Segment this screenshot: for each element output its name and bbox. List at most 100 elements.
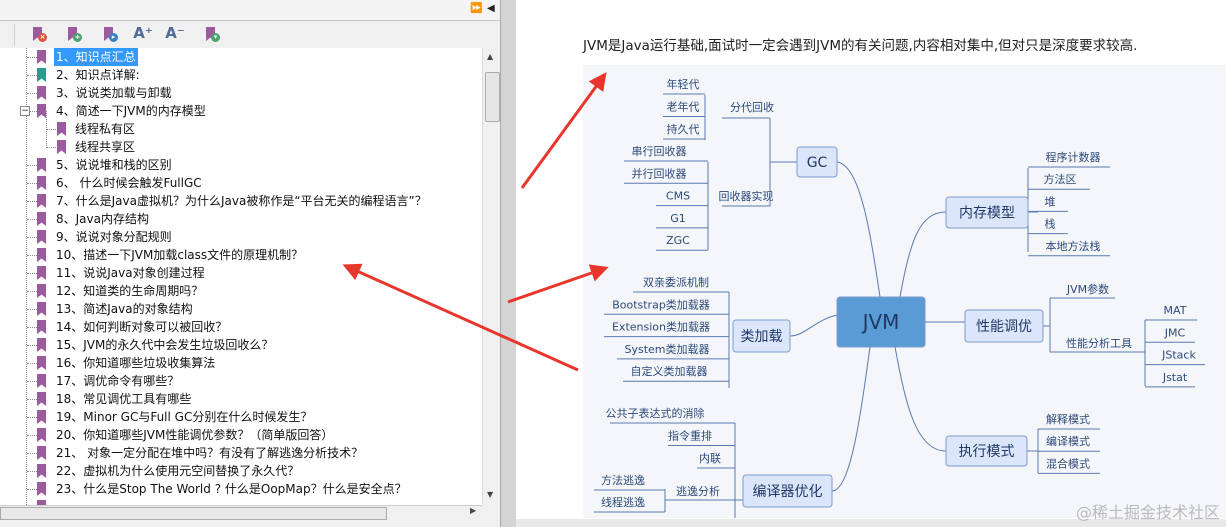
font-increase-button[interactable]: A⁺	[133, 24, 153, 46]
pin-panel-button[interactable]: ◀	[487, 3, 495, 14]
bookmark-icon	[37, 482, 46, 496]
tree-item-label: 13、简述Java的对象结构	[56, 302, 193, 316]
vertical-scroll-thumb[interactable]	[485, 72, 500, 122]
bookmark-options-button[interactable]: ▾	[202, 24, 222, 46]
tree-item-label: 4、简述一下JVM的内存模型	[56, 104, 206, 118]
bookmark-icon	[37, 104, 46, 118]
panel-header: ⏩ ◀	[0, 0, 500, 21]
bookmark-icon	[37, 230, 46, 244]
scroll-right-icon[interactable]: ▶	[470, 506, 477, 515]
collapse-panel-button[interactable]: ⏩	[470, 3, 483, 14]
horizontal-scroll-thumb[interactable]	[0, 507, 387, 520]
tree-item-label: 2、知识点详解:	[56, 68, 140, 82]
font-decrease-button[interactable]: A⁻	[165, 24, 185, 46]
tree-item[interactable]: 4、简述一下JVM的内存模型 −	[0, 102, 480, 120]
bookmark-icon	[37, 410, 46, 424]
tree-item[interactable]: 线程私有区	[0, 120, 480, 138]
bookmark-icon	[37, 392, 46, 406]
tree-item[interactable]: 22、虚拟机为什么使用元空间替换了永久代？	[0, 462, 480, 480]
bookmark-icon	[37, 446, 46, 460]
tree-item[interactable]: 19、Minor GC与Full GC分别在什么时候发生？	[0, 408, 480, 426]
tree-item[interactable]: 线程共享区	[0, 138, 480, 156]
status-bar	[516, 519, 1226, 527]
tree-item[interactable]: 10、描述一下JVM加载class文件的原理机制？	[0, 246, 480, 264]
bookmark-icon	[37, 374, 46, 388]
bookmark-icon	[37, 284, 46, 298]
tree-item-label: 15、JVM的永久代中会发生垃圾回收么？	[56, 338, 274, 352]
tree-item-label: 7、什么是Java虚拟机？为什么Java被称作是“平台无关的编程语言”？	[56, 194, 427, 208]
bookmark-icon	[37, 338, 46, 352]
tree-item-label: 8、Java内存结构	[56, 212, 149, 226]
bookmark-icon	[37, 248, 46, 262]
bookmark-icon	[37, 212, 46, 226]
tree-item[interactable]: 1、知识点汇总	[0, 48, 480, 66]
tree-item[interactable]: 14、如何判断对象可以被回收？	[0, 318, 480, 336]
bookmark-icon	[37, 176, 46, 190]
bookmark-icon	[33, 27, 42, 41]
tree-item[interactable]: 21、 对象一定分配在堆中吗？有没有了解逃逸分析技术？	[0, 444, 480, 462]
bookmark-icon	[57, 140, 66, 154]
tree-item-label: 3、说说类加载与卸载	[56, 86, 172, 100]
bookmark-icon	[206, 27, 215, 41]
tree-item[interactable]: 17、调优命令有哪些？	[0, 372, 480, 390]
document-headline: JVM是Java运行基础,面试时一定会遇到JVM的有关问题,内容相对集中,但对只…	[583, 38, 1138, 54]
horizontal-scrollbar[interactable]: ▶	[0, 505, 482, 520]
add-bookmark-icon: +	[73, 33, 82, 42]
bookmark-icon	[68, 27, 77, 41]
tree-item[interactable]: 12、知道类的生命周期吗？	[0, 282, 480, 300]
bookmark-icon	[37, 50, 46, 64]
panel-splitter[interactable]	[500, 0, 517, 527]
tree-item[interactable]: 13、简述Java的对象结构	[0, 300, 480, 318]
bookmark-icon	[104, 27, 113, 41]
tree-item-label: 11、说说Java对象创建过程	[56, 266, 205, 280]
tree-item[interactable]: 5、说说堆和栈的区别	[0, 156, 480, 174]
delete-bookmark-icon: ×	[38, 33, 47, 42]
document-view	[516, 0, 1226, 519]
tree-item[interactable]: 18、常见调优工具有哪些	[0, 390, 480, 408]
tree-item[interactable]: 16、你知道哪些垃圾收集算法	[0, 354, 480, 372]
tree-item[interactable]: 15、JVM的永久代中会发生垃圾回收么？	[0, 336, 480, 354]
tree-item[interactable]: 7、什么是Java虚拟机？为什么Java被称作是“平台无关的编程语言”？	[0, 192, 480, 210]
tree-item[interactable]: 20、你知道哪些JVM性能调优参数？（简单版回答）	[0, 426, 480, 444]
tree-item[interactable]: 23、什么是Stop The World ? 什么是OopMap？什么是安全点？	[0, 480, 480, 498]
bookmark-icon	[37, 428, 46, 442]
collapse-toggle-icon[interactable]: −	[20, 106, 30, 116]
bookmark-icon	[57, 122, 66, 136]
bookmark-icon	[37, 86, 46, 100]
tree-item-label: 17、调优命令有哪些？	[56, 374, 180, 388]
tree-item-label: 18、常见调优工具有哪些	[56, 392, 192, 406]
tree-item-label: 22、虚拟机为什么使用元空间替换了永久代？	[56, 464, 300, 478]
tree-item-partial[interactable]	[0, 498, 480, 505]
delete-bookmark-button[interactable]: ×	[29, 24, 49, 46]
bookmark-icon	[37, 194, 46, 208]
tree-item-label: 20、你知道哪些JVM性能调优参数？（简单版回答）	[56, 428, 334, 442]
tree-item-label: 线程私有区	[75, 122, 136, 136]
goto-bookmark-icon: ▸	[109, 33, 118, 42]
scroll-down-icon[interactable]: ▼	[487, 490, 494, 499]
tree-item-label: 23、什么是Stop The World ? 什么是OopMap？什么是安全点？	[56, 482, 407, 496]
tree-item-label: 21、 对象一定分配在堆中吗？有没有了解逃逸分析技术？	[56, 446, 364, 460]
bookmark-panel: ⏩ ◀ × + ▸ A⁺ A⁻ ▾ 1、知识点汇总 2、知识点详解: 3、说说类加载与卸载 4、…	[0, 0, 500, 527]
bookmark-icon	[37, 500, 46, 505]
bookmark-icon	[37, 320, 46, 334]
font-decrease-icon: A⁻	[165, 24, 185, 42]
font-increase-icon: A⁺	[133, 24, 153, 42]
bookmark-icon	[37, 356, 46, 370]
tree-item[interactable]: 9、说说对象分配规则	[0, 228, 480, 246]
goto-bookmark-button[interactable]: ▸	[100, 24, 120, 46]
tree-item[interactable]: 2、知识点详解:	[0, 66, 480, 84]
bookmark-tree: 1、知识点汇总 2、知识点详解: 3、说说类加载与卸载 4、简述一下JVM的内存模型 −…	[0, 48, 482, 505]
tree-item-label: 12、知道类的生命周期吗？	[56, 284, 204, 298]
tree-item[interactable]: 8、Java内存结构	[0, 210, 480, 228]
tree-item-label: 6、 什么时候会触发FullGC	[56, 176, 202, 190]
tree-item[interactable]: 3、说说类加载与卸载	[0, 84, 480, 102]
tree-item[interactable]: 11、说说Java对象创建过程	[0, 264, 480, 282]
bookmark-options-icon: ▾	[211, 33, 220, 42]
scroll-up-icon[interactable]: ▲	[487, 52, 494, 61]
tree-item[interactable]: 6、 什么时候会触发FullGC	[0, 174, 480, 192]
vertical-scrollbar[interactable]: ▲ ▼	[482, 48, 500, 505]
tree-item-label: 1、知识点汇总	[54, 48, 138, 66]
tree-item-label: 16、你知道哪些垃圾收集算法	[56, 356, 216, 370]
tree-item-label: 19、Minor GC与Full GC分别在什么时候发生？	[56, 410, 313, 424]
add-bookmark-button[interactable]: +	[64, 24, 84, 46]
